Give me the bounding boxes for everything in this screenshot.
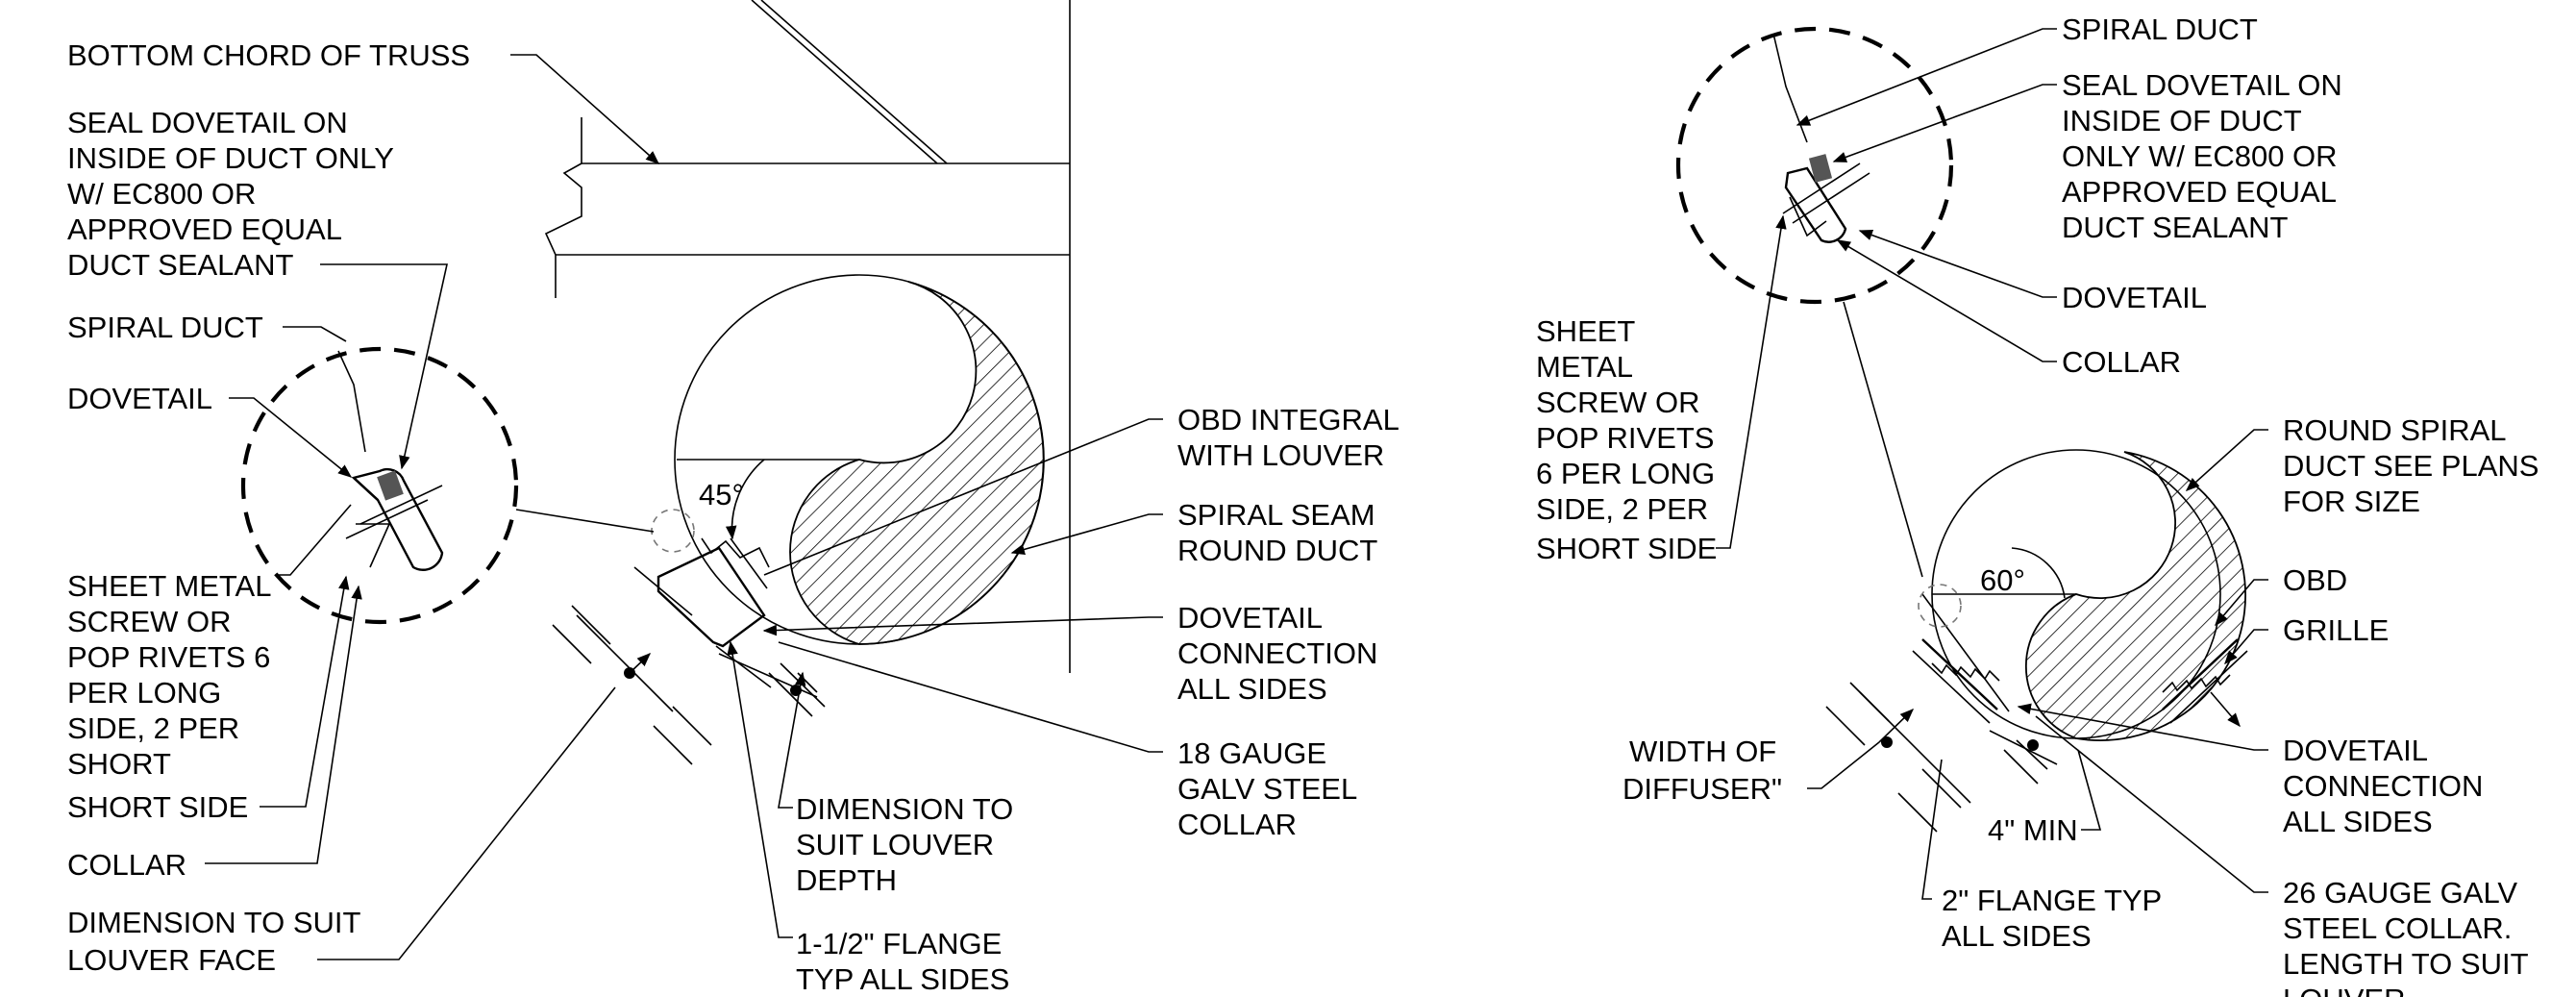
label-dim-depth-2: SUIT LOUVER [796, 828, 994, 861]
label-spiral-seam-2: ROUND DUCT [1177, 534, 1377, 567]
label-r-sheet-5: 6 PER LONG [1536, 457, 1715, 490]
label-spiral-seam-1: SPIRAL SEAM [1177, 498, 1375, 532]
label-gauge-2: GALV STEEL [1177, 772, 1357, 806]
label-dim-depth-3: DEPTH [796, 863, 897, 897]
label-seal-2: INSIDE OF DUCT ONLY [67, 141, 394, 175]
label-r-flange-2: ALL SIDES [1942, 919, 2092, 953]
label-r-sheet-1: SHEET [1536, 314, 1635, 348]
label-r-seal-2: INSIDE OF DUCT [2062, 104, 2302, 137]
label-r-seal-4: APPROVED EQUAL [2062, 175, 2337, 209]
label-r-seal-5: DUCT SEALANT [2062, 211, 2288, 244]
label-flange-1: 1-1/2" FLANGE [796, 927, 1002, 960]
truss-structure [544, 0, 1071, 673]
label-r-spiral-duct: SPIRAL DUCT [2062, 12, 2258, 46]
label-r-sheet-7: SHORT SIDE [1536, 532, 1717, 565]
left-detail-bubble [240, 346, 655, 625]
label-r-sheet-4: POP RIVETS [1536, 421, 1715, 455]
label-seal-5: DUCT SEALANT [67, 248, 293, 282]
label-r-gauge-2: STEEL COLLAR. [2283, 911, 2512, 945]
label-seal-3: W/ EC800 OR [67, 177, 256, 211]
label-r-gauge-4: LOUVER [2283, 983, 2405, 997]
label-obd-2: WITH LOUVER [1177, 438, 1384, 472]
left-labels: BOTTOM CHORD OF TRUSS SEAL DOVETAIL ON I… [67, 38, 1399, 996]
label-r-sheet-2: METAL [1536, 350, 1633, 384]
label-flange-2: TYP ALL SIDES [796, 962, 1009, 996]
label-r-dovetail-conn-1: DOVETAIL [2283, 734, 2428, 767]
label-dovetail-conn-3: ALL SIDES [1177, 672, 1327, 706]
label-r-round-2: DUCT SEE PLANS [2283, 449, 2539, 483]
label-seal-1: SEAL DOVETAIL ON [67, 106, 348, 139]
label-dim-face-1: DIMENSION TO SUIT [67, 906, 361, 939]
label-r-collar: COLLAR [2062, 345, 2181, 379]
label-collar: COLLAR [67, 848, 186, 882]
label-r-width-2: DIFFUSER" [1622, 772, 1782, 806]
right-labels: SPIRAL DUCT SEAL DOVETAIL ON INSIDE OF D… [1536, 12, 2539, 997]
label-gauge-3: COLLAR [1177, 808, 1297, 841]
label-r-round-3: FOR SIZE [2283, 485, 2420, 518]
label-sheet-metal-5: SIDE, 2 PER [67, 711, 239, 745]
label-sheet-metal-7: SHORT SIDE [67, 790, 248, 824]
label-r-seal-3: ONLY W/ EC800 OR [2062, 139, 2338, 173]
louver-collar [552, 509, 826, 765]
label-r-seal-1: SEAL DOVETAIL ON [2062, 68, 2342, 102]
label-r-gauge-1: 26 GAUGE GALV [2283, 876, 2517, 910]
label-sheet-metal-1: SHEET METAL [67, 569, 271, 603]
label-r-dovetail-conn-2: CONNECTION [2283, 769, 2483, 803]
label-r-dovetail-conn-3: ALL SIDES [2283, 805, 2433, 838]
label-dovetail: DOVETAIL [67, 382, 212, 415]
label-sheet-metal-4: PER LONG [67, 676, 221, 710]
label-r-dovetail: DOVETAIL [2062, 281, 2207, 314]
label-obd-1: OBD INTEGRAL [1177, 403, 1399, 436]
label-dim-depth-1: DIMENSION TO [796, 792, 1013, 826]
left-leaders [205, 54, 1163, 960]
label-r-gauge-3: LENGTH TO SUIT [2283, 947, 2529, 981]
label-r-angle-60: 60° [1980, 563, 2025, 597]
label-r-sheet-3: SCREW OR [1536, 386, 1700, 419]
label-angle-45: 45° [699, 478, 744, 511]
right-leaders [1716, 28, 2268, 900]
label-dim-face-2: LOUVER FACE [67, 943, 276, 977]
label-sheet-metal-3: POP RIVETS 6 [67, 640, 270, 674]
label-gauge-1: 18 GAUGE [1177, 736, 1326, 770]
right-detail-bubble [1675, 26, 1954, 578]
label-sheet-metal-6: SHORT [67, 747, 171, 781]
label-dovetail-conn-2: CONNECTION [1177, 636, 1377, 670]
label-r-round-1: ROUND SPIRAL [2283, 413, 2507, 447]
label-r-sheet-6: SIDE, 2 PER [1536, 492, 1708, 526]
right-detail: SPIRAL DUCT SEAL DOVETAIL ON INSIDE OF D… [1536, 12, 2539, 997]
label-r-grille: GRILLE [2283, 613, 2389, 647]
label-r-flange-1: 2" FLANGE TYP [1942, 884, 2162, 917]
label-spiral-duct: SPIRAL DUCT [67, 311, 263, 344]
label-r-min: 4" MIN [1988, 813, 2078, 847]
label-sheet-metal-2: SCREW OR [67, 605, 232, 638]
spiral-duct-section [674, 274, 1045, 645]
left-detail: BOTTOM CHORD OF TRUSS SEAL DOVETAIL ON I… [67, 0, 1399, 996]
label-bottom-chord: BOTTOM CHORD OF TRUSS [67, 38, 470, 72]
round-spiral-duct [1918, 449, 2246, 741]
label-r-width-1: WIDTH OF [1629, 735, 1776, 768]
label-seal-4: APPROVED EQUAL [67, 212, 342, 246]
label-r-obd: OBD [2283, 563, 2347, 597]
label-dovetail-conn-1: DOVETAIL [1177, 601, 1323, 635]
